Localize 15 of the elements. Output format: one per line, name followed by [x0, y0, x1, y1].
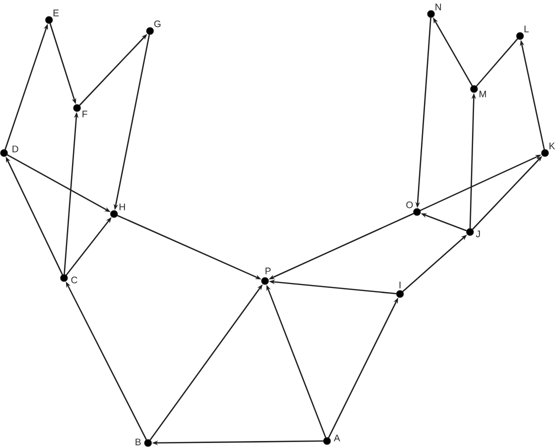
point-label: H — [120, 204, 125, 210]
point-label: A — [334, 434, 340, 442]
point-label: D — [12, 146, 18, 152]
point-label: B — [136, 438, 141, 446]
point-label: O — [406, 202, 413, 208]
point-label: K — [550, 142, 555, 150]
point-label: E — [54, 10, 59, 16]
point-label: C — [71, 276, 78, 284]
point-label: N — [436, 4, 441, 10]
point-label: L — [524, 26, 529, 32]
point-label: P — [266, 268, 271, 274]
point-label: F — [82, 110, 88, 118]
point-label: M — [480, 90, 486, 98]
point-label: J — [476, 230, 480, 238]
point-label: G — [154, 20, 160, 28]
